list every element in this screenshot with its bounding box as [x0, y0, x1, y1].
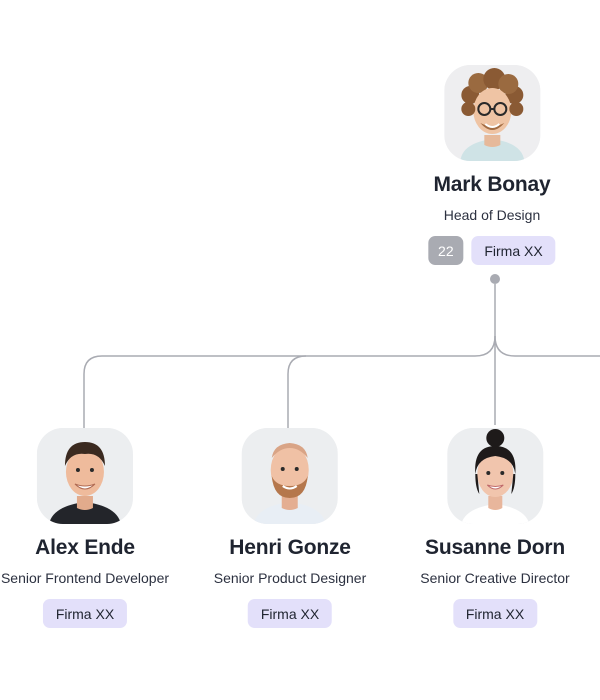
company-badge[interactable]: Firma XX: [42, 599, 128, 628]
org-node-manager[interactable]: Mark Bonay Head of Design 22 Firma XX: [428, 65, 556, 265]
connector-branch-left: [83, 335, 496, 428]
reports-count-badge[interactable]: 22: [428, 236, 464, 265]
avatar-alex-ende[interactable]: [36, 428, 133, 524]
report-badges: Firma XX: [247, 599, 333, 628]
report-name: Susanne Dorn: [425, 536, 565, 559]
avatar-henri-gonze[interactable]: [242, 428, 338, 524]
org-node-report[interactable]: Susanne Dorn Senior Creative Director Fi…: [420, 428, 570, 628]
portrait-short-dark-hair-icon: [36, 428, 133, 524]
manager-role: Head of Design: [443, 207, 541, 223]
portrait-bald-beard-icon: [242, 428, 338, 524]
manager-badges: 22 Firma XX: [428, 236, 556, 265]
org-node-report[interactable]: Henri Gonze Senior Product Designer Firm…: [213, 428, 367, 628]
avatar-mark-bonay[interactable]: [444, 65, 540, 161]
portrait-curly-hair-glasses-icon: [444, 65, 540, 161]
report-badges: Firma XX: [452, 599, 538, 628]
report-role: Senior Product Designer: [213, 570, 367, 586]
report-name: Alex Ende: [35, 536, 135, 559]
connector-node-dot: [490, 274, 500, 284]
report-badges: Firma XX: [42, 599, 128, 628]
report-name: Henri Gonze: [229, 536, 351, 559]
org-node-report[interactable]: Alex Ende Senior Frontend Developer Firm…: [1, 428, 169, 628]
company-badge[interactable]: Firma XX: [247, 599, 333, 628]
company-badge[interactable]: Firma XX: [471, 236, 556, 265]
portrait-hair-bun-icon: [446, 428, 543, 524]
connector-branch-right: [494, 335, 600, 357]
avatar-susanne-dorn[interactable]: [446, 428, 543, 524]
manager-name: Mark Bonay: [433, 173, 551, 196]
report-role: Senior Frontend Developer: [0, 570, 170, 586]
company-badge[interactable]: Firma XX: [452, 599, 538, 628]
report-role: Senior Creative Director: [420, 570, 570, 586]
connector-branch-middle: [287, 355, 307, 428]
